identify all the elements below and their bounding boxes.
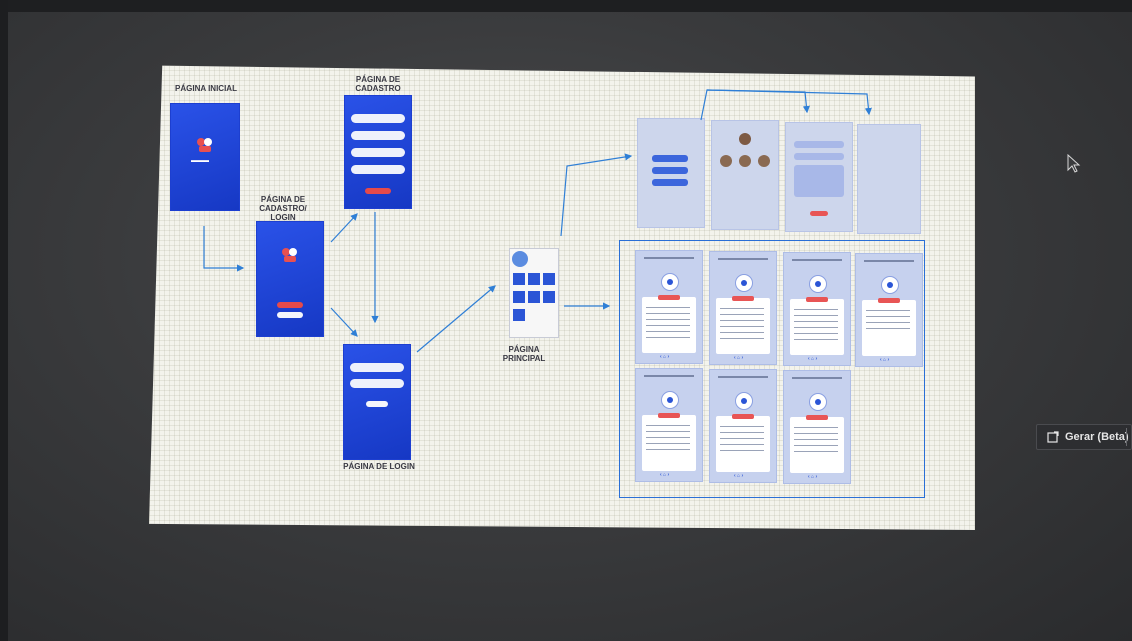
content-card[interactable]: ‹ ⌂ › <box>783 252 851 366</box>
cadastro-field[interactable] <box>351 148 405 157</box>
content-card[interactable]: ‹ ⌂ › <box>635 250 703 364</box>
login-button[interactable] <box>366 401 388 407</box>
screen-pagina-principal[interactable] <box>509 248 559 338</box>
label-pagina-inicial: PÁGINA INICIAL <box>175 84 237 93</box>
content-card[interactable]: ‹ ⌂ › <box>709 251 777 365</box>
label-pagina-cadastro-login: PÁGINA DE CADASTRO/ LOGIN <box>259 195 307 222</box>
window-top-edge <box>0 0 1132 12</box>
cadastro-field[interactable] <box>351 165 405 174</box>
flow-arrows <box>203 89 872 353</box>
screen-pagina-cadastro[interactable] <box>345 96 411 208</box>
login-field[interactable] <box>350 379 404 388</box>
screen-pagina-cadastro-login[interactable] <box>257 222 323 336</box>
logo-wordmark: ▬▬▬ <box>191 158 209 164</box>
window-left-edge <box>0 0 8 641</box>
label-pagina-login: PÁGINA DE LOGIN <box>343 462 415 471</box>
cadastro-submit-button[interactable] <box>365 188 391 194</box>
content-card[interactable]: ‹ ⌂ › <box>783 370 851 484</box>
generate-icon <box>1047 431 1059 443</box>
generate-beta-button[interactable]: Gerar (Beta) <box>1036 424 1132 450</box>
content-card[interactable]: ‹ ⌂ › <box>709 369 777 483</box>
menu-option[interactable] <box>652 167 688 174</box>
menu-option[interactable] <box>652 179 688 186</box>
screen-formulario[interactable] <box>785 122 853 232</box>
design-canvas[interactable]: PÁGINA INICIAL PÁGINA DE CADASTRO PÁGINA… <box>149 65 975 530</box>
entrar-button[interactable] <box>277 312 303 318</box>
cadastrar-button[interactable] <box>277 302 303 308</box>
screen-informacoes[interactable] <box>637 118 705 228</box>
label-pagina-cadastro: PÁGINA DE CADASTRO <box>355 75 401 93</box>
cadastro-field[interactable] <box>351 114 405 123</box>
content-card[interactable]: ‹ ⌂ › <box>855 253 923 367</box>
app-logo-icon <box>197 138 212 152</box>
label-pagina-principal: PÁGINA PRINCIPAL <box>502 345 546 363</box>
menu-option[interactable] <box>652 155 688 162</box>
screen-pagina-inicial[interactable]: ▬▬▬ <box>171 104 239 210</box>
cadastro-field[interactable] <box>351 131 405 140</box>
cursor-arrow-icon <box>1067 154 1081 173</box>
generate-beta-label: Gerar (Beta) <box>1065 431 1129 443</box>
enviar-button[interactable] <box>810 211 828 216</box>
avatar <box>512 251 528 267</box>
screen-pagina-login[interactable] <box>344 345 410 459</box>
login-field[interactable] <box>350 363 404 372</box>
selection-frame[interactable] <box>619 240 925 498</box>
content-card[interactable]: ‹ ⌂ › <box>635 368 703 482</box>
app-logo-icon <box>282 248 297 262</box>
screen-referencias[interactable] <box>857 124 921 234</box>
screen-quem-somos[interactable] <box>711 120 779 230</box>
